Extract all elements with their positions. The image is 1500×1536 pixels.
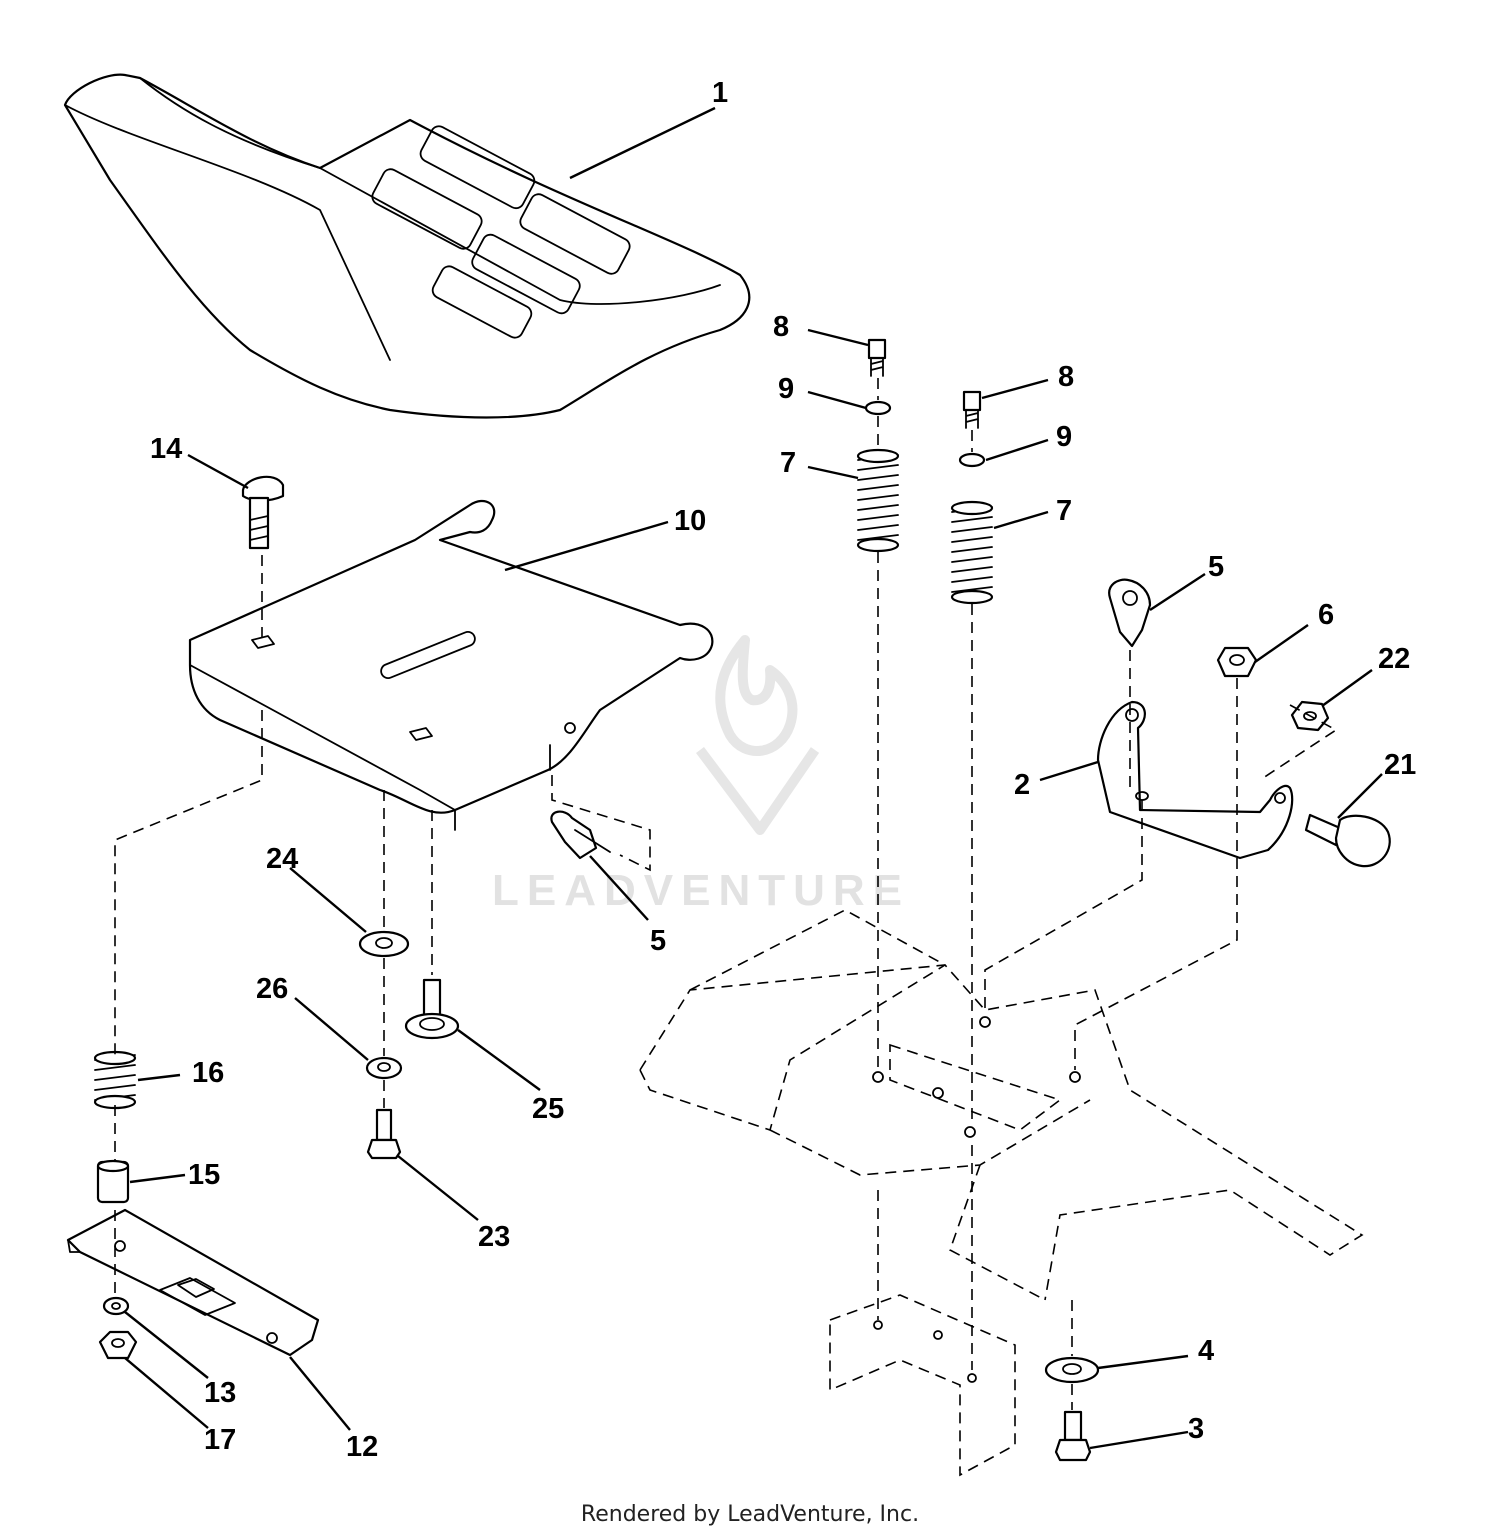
footer-credit: Rendered by LeadVenture, Inc. <box>580 1502 920 1527</box>
slide-bracket-part <box>66 1208 320 1357</box>
callout-22: 22 <box>1378 643 1410 675</box>
shoulder-bolt-part <box>404 978 460 1040</box>
assembly-centerlines <box>114 378 1338 1410</box>
callout-15: 15 <box>188 1159 220 1191</box>
callout-13: 13 <box>204 1377 236 1409</box>
clip-left-part <box>550 810 611 860</box>
callout-4: 4 <box>1198 1335 1214 1367</box>
spring-7-left-part <box>856 448 900 553</box>
lock-washer-26-part <box>365 1056 403 1080</box>
washer-9-left-part <box>864 400 892 416</box>
bracket-2-part <box>1096 700 1294 860</box>
callout-numbers: 1 14 10 8 9 7 8 9 7 5 6 22 2 21 24 5 26 … <box>150 77 1416 1463</box>
seat-pan-part <box>188 499 714 831</box>
callout-7-right: 7 <box>1056 495 1072 527</box>
callout-7-left: 7 <box>780 447 796 479</box>
callout-8-left: 8 <box>773 311 789 343</box>
callout-17: 17 <box>204 1424 236 1456</box>
callout-23: 23 <box>478 1221 510 1253</box>
shoulder-bolt-21-part <box>1304 813 1391 868</box>
spring-7-right-part <box>950 500 994 605</box>
callout-5-left: 5 <box>650 925 666 957</box>
hex-nut-left-part <box>98 1330 138 1360</box>
seat-part <box>63 73 751 419</box>
hex-bolt-3-part <box>1054 1410 1092 1462</box>
callout-1: 1 <box>712 77 728 109</box>
bushing-part <box>96 1159 130 1204</box>
washer-9-right-part <box>958 452 986 468</box>
clip-right-part <box>1108 578 1152 648</box>
fender-frame-hidden <box>639 909 1364 1477</box>
callout-10: 10 <box>674 505 706 537</box>
callout-8-right: 8 <box>1058 361 1074 393</box>
lock-washer-part <box>102 1296 130 1316</box>
callout-25: 25 <box>532 1093 564 1125</box>
bolt-8-left-part <box>867 338 887 377</box>
watermark-text: LEADVENTURE <box>492 866 910 915</box>
washer-4-part <box>1044 1356 1100 1384</box>
leader-lines <box>124 106 1383 1450</box>
leadventure-watermark: LEADVENTURE <box>492 635 910 915</box>
callout-2: 2 <box>1014 769 1030 801</box>
callout-26: 26 <box>256 973 288 1005</box>
callout-16: 16 <box>192 1057 224 1089</box>
callout-14: 14 <box>150 433 182 465</box>
callout-3: 3 <box>1188 1413 1204 1445</box>
callout-21: 21 <box>1384 749 1416 781</box>
bolt-8-right-part <box>962 390 982 429</box>
carriage-bolt-part <box>241 475 285 550</box>
flat-washer-part <box>358 930 410 958</box>
nut-6-part <box>1216 646 1258 678</box>
callout-12: 12 <box>346 1431 378 1463</box>
callout-9-left: 9 <box>778 373 794 405</box>
spring-left-part <box>93 1050 137 1110</box>
callout-9-right: 9 <box>1056 421 1072 453</box>
hex-bolt-23-part <box>366 1108 402 1160</box>
callout-5-right: 5 <box>1208 551 1224 583</box>
callout-24: 24 <box>266 843 298 875</box>
callout-6: 6 <box>1318 599 1334 631</box>
